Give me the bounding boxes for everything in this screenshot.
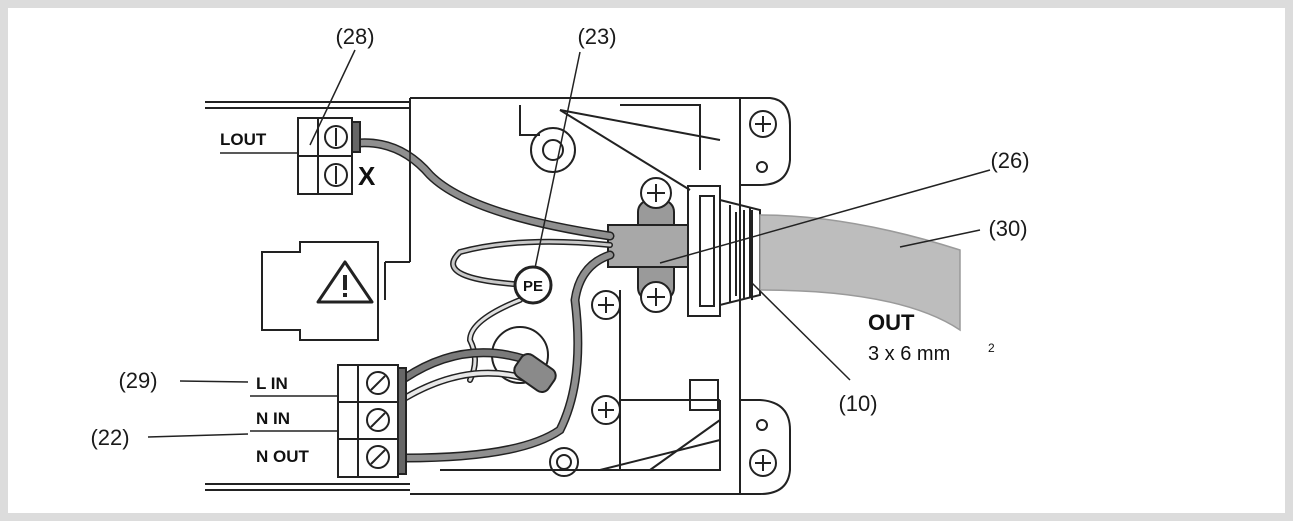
screw-icon — [749, 110, 777, 138]
lout-x-marker: X — [358, 161, 376, 191]
pe-label: PE — [523, 278, 543, 295]
callout-10: (10) — [838, 391, 877, 416]
screw-icon — [640, 281, 672, 313]
callout-30: (30) — [988, 216, 1027, 241]
callout-22: (22) — [90, 425, 129, 450]
screw-icon — [640, 177, 672, 209]
callout-29: (29) — [118, 368, 157, 393]
warning-label — [261, 241, 379, 341]
cable-stub — [607, 224, 689, 268]
callout-23: (23) — [577, 24, 616, 49]
label-n-in: N IN — [256, 409, 290, 428]
wire-sleeve — [513, 353, 557, 393]
label-lout: LOUT — [220, 130, 267, 149]
output-terminal-block — [297, 117, 361, 195]
label-l-in: L IN — [256, 374, 288, 393]
callout-26: (26) — [990, 148, 1029, 173]
leader-lines — [147, 49, 991, 438]
input-terminal-block — [337, 364, 407, 478]
output-cable — [759, 214, 961, 332]
housing — [205, 97, 791, 495]
screw-icon — [591, 395, 621, 425]
cable-spec-superscript: 2 — [988, 341, 995, 355]
label-n-out: N OUT — [256, 447, 310, 466]
cable-title: OUT — [868, 310, 915, 335]
cable-gland-ribs — [735, 210, 753, 300]
screw-icon — [749, 449, 777, 477]
warning-triangle-icon — [316, 260, 374, 304]
pe-terminal — [513, 265, 553, 305]
screw-icon — [591, 290, 621, 320]
callout-28: (28) — [335, 24, 374, 49]
terminal-leads — [250, 395, 338, 432]
cable-spec: 3 x 6 mm — [868, 343, 950, 365]
